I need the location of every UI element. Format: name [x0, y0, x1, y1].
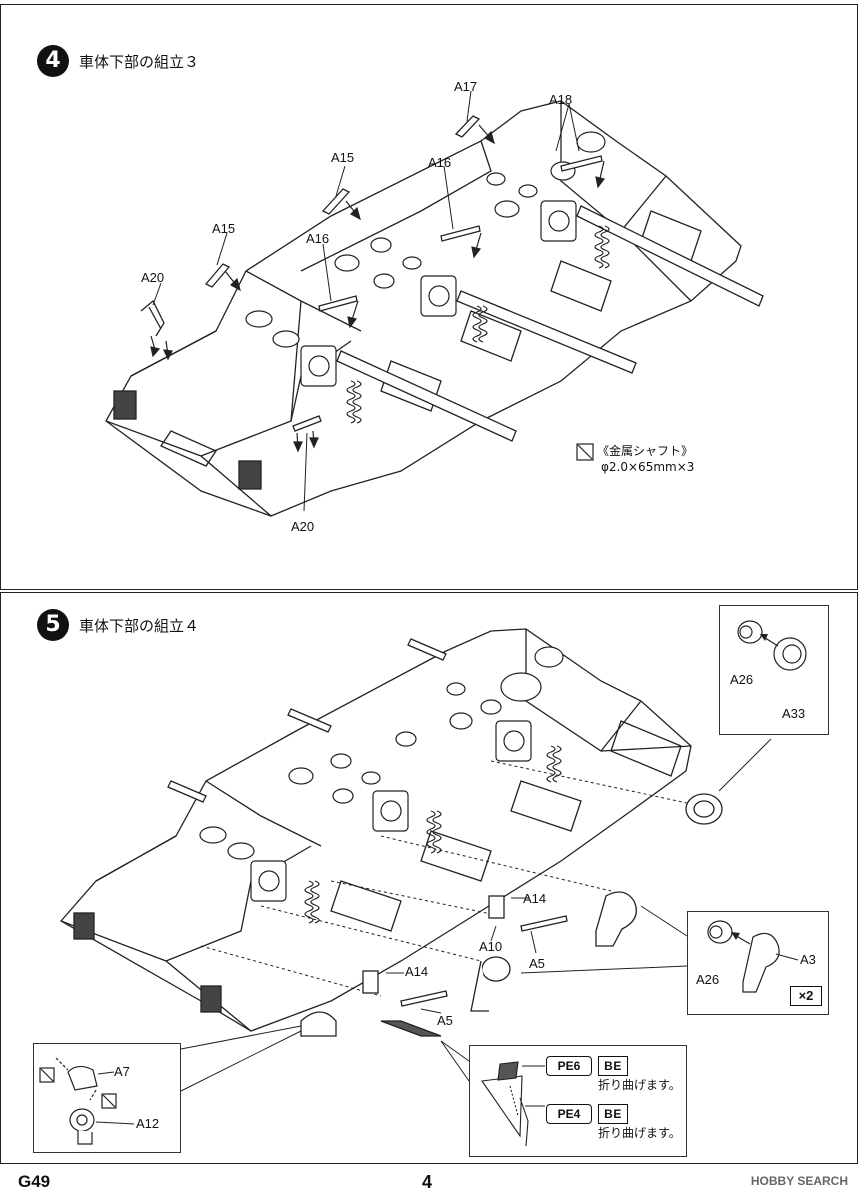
bend-mark-2: BE [598, 1104, 628, 1124]
detail-box-a7-a12: A7 A12 [33, 1043, 181, 1153]
detail-label-a26-2: A26 [696, 972, 720, 987]
step-4-hull-illustration [105, 90, 764, 517]
detail-label-a26: A26 [730, 672, 754, 687]
pe4-label: PE4 [546, 1104, 592, 1124]
page-number: 4 [422, 1172, 433, 1192]
part-label-a10: A10 [479, 939, 503, 954]
detail-box-a26-a3: A26 A3 ×2 [687, 911, 829, 1015]
a26-a33-sketch [737, 620, 807, 671]
bend-mark-1: BE [598, 1056, 628, 1076]
photo-etch-sketch [481, 1061, 545, 1147]
part-label-a5-right: A5 [529, 956, 545, 971]
step-4-number: 4 [37, 45, 69, 77]
a7-a12-sketch [39, 1057, 135, 1145]
step-5-number: 5 [37, 609, 69, 641]
part-label-a20-bottom: A20 [291, 519, 315, 534]
detail-box-a26-a33: A26 A33 [719, 605, 829, 735]
shaft-note-title: 《金属シャフト》 [597, 444, 694, 458]
part-label-a17: A17 [454, 79, 478, 94]
part-label-a20-left: A20 [141, 270, 165, 285]
detail-label-a12: A12 [136, 1116, 160, 1131]
step-5-hull-illustration [59, 628, 772, 1092]
part-label-a5-bottom: A5 [437, 1013, 453, 1028]
detail-label-a33: A33 [782, 706, 806, 721]
quantity-badge: ×2 [790, 986, 822, 1006]
bend-instruction-2: 折り曲げます。 [598, 1126, 681, 1140]
step-5-title: 車体下部の組立４ [79, 617, 200, 635]
bend-instruction-1: 折り曲げます。 [598, 1078, 681, 1092]
part-label-a15-top: A15 [331, 150, 355, 165]
detail-label-a3: A3 [800, 952, 816, 967]
watermark: HOBBY SEARCH [751, 1174, 848, 1188]
detail-label-a7: A7 [114, 1064, 130, 1079]
part-label-a16-left: A16 [306, 231, 330, 246]
step-4-panel: 4 車体下部の組立３ [0, 4, 858, 590]
kit-code: G49 [18, 1172, 51, 1191]
part-label-a14-right: A14 [523, 891, 547, 906]
part-label-a14-left: A14 [405, 964, 429, 979]
part-label-a15-left: A15 [212, 221, 236, 236]
pe6-label: PE6 [546, 1056, 592, 1076]
step-5-panel: 5 車体下部の組立４ [0, 592, 858, 1164]
part-label-a16-mid: A16 [428, 155, 452, 170]
shaft-note-spec: φ2.0×65mm×3 [601, 460, 695, 474]
detail-box-photo-etch: PE6 BE 折り曲げます。 PE4 BE 折り曲げます。 [469, 1045, 687, 1157]
part-label-a18: A18 [549, 92, 573, 107]
step-4-title: 車体下部の組立３ [79, 53, 200, 71]
watermark-text: HOBBY SEARCH [750, 1174, 848, 1188]
a26-a3-sketch [707, 920, 799, 993]
